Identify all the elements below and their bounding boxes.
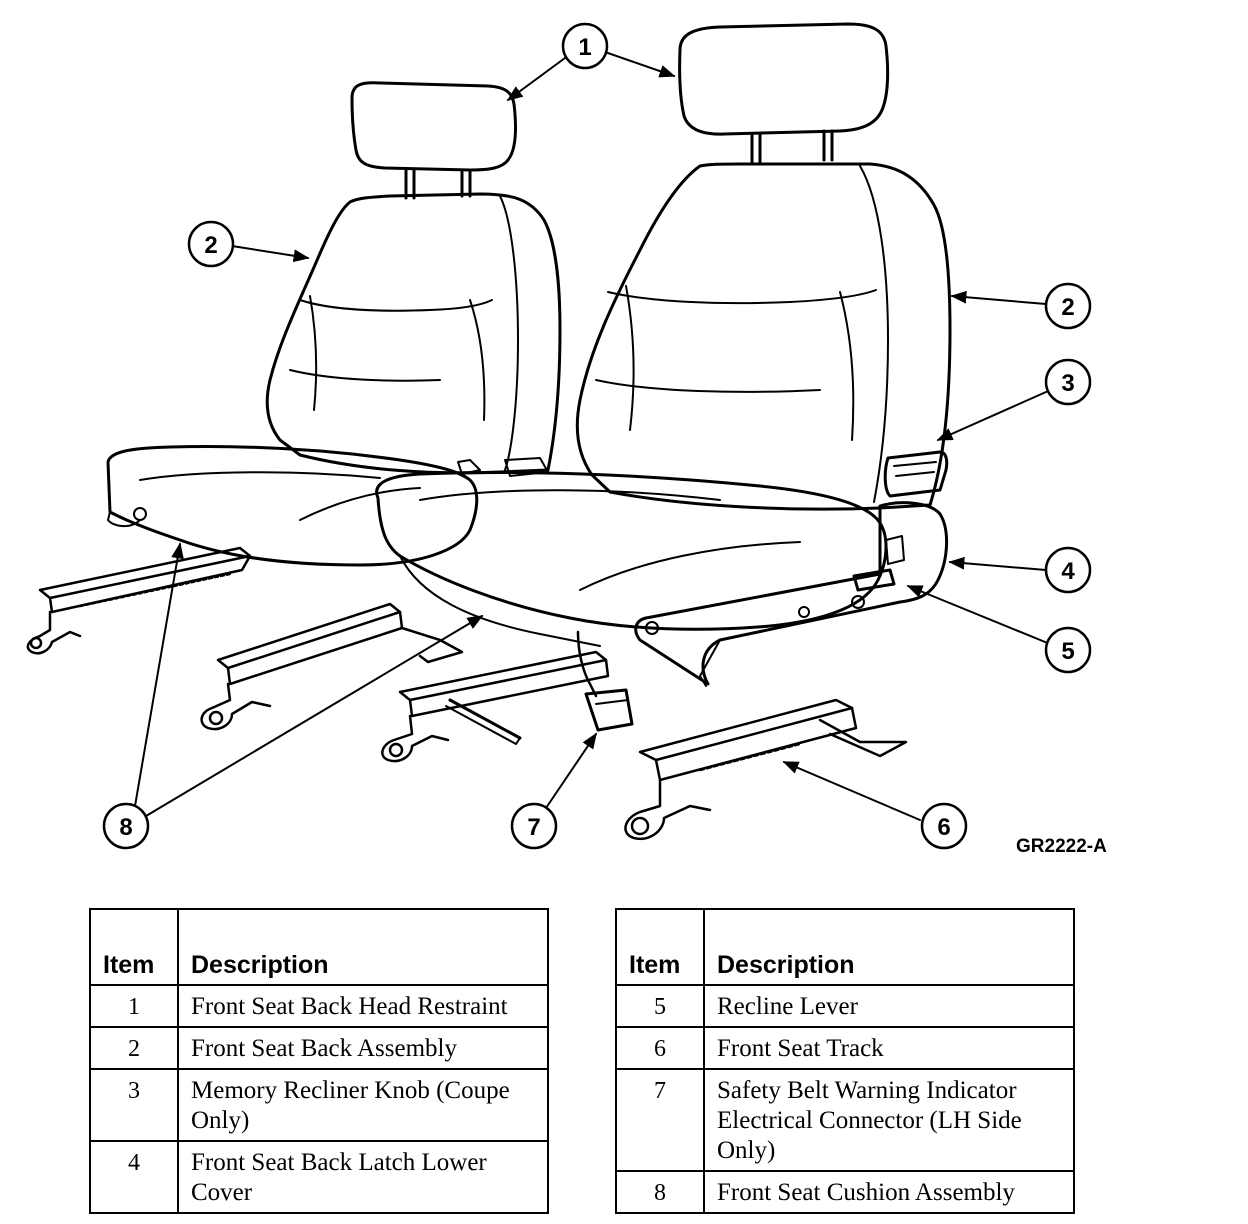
item-description: Front Seat Back Head Restraint (177, 984, 549, 1028)
right-seat-cushion (375, 471, 888, 647)
leader-lines (134, 51, 1051, 821)
figure-code: GR2222-A (1016, 836, 1107, 857)
callout-2-left: 2 (204, 232, 217, 259)
item-number: 8 (615, 1170, 705, 1214)
callout-2-right: 2 (1061, 294, 1074, 321)
item-number: 5 (615, 984, 705, 1028)
right-seat-back (575, 162, 952, 511)
callout-7: 7 (527, 814, 540, 841)
item-description: Front Seat Back Assembly (177, 1026, 549, 1070)
callout-1: 1 (578, 34, 591, 61)
legend-table-right: Item Description 5 Recline Lever 6 Front… (615, 908, 1075, 1214)
table-row: 4 Front Seat Back Latch Lower Cover (89, 1140, 549, 1214)
legend-header-row: Item Description (89, 908, 549, 986)
description-header: Description (177, 908, 549, 986)
table-row: 6 Front Seat Track (615, 1026, 1075, 1070)
item-header: Item (615, 908, 705, 986)
right-head-restraint (678, 22, 890, 164)
item-number: 3 (89, 1068, 179, 1142)
legend-header-row: Item Description (615, 908, 1075, 986)
callout-3: 3 (1061, 370, 1074, 397)
item-number: 4 (89, 1140, 179, 1214)
front-seat-track (624, 698, 908, 841)
latch-lower-cover (634, 501, 949, 687)
table-row: 5 Recline Lever (615, 984, 1075, 1028)
item-description: Front Seat Cushion Assembly (703, 1170, 1075, 1214)
callout-8: 8 (119, 814, 132, 841)
callout-5: 5 (1061, 638, 1074, 665)
callout-4: 4 (1061, 558, 1075, 585)
callout-6: 6 (937, 814, 950, 841)
item-number: 2 (89, 1026, 179, 1070)
callout-circles (102, 22, 1092, 850)
table-row: 8 Front Seat Cushion Assembly (615, 1170, 1075, 1214)
left-seat-cushion (106, 445, 549, 567)
left-inner-track (200, 602, 464, 731)
item-description: Front Seat Track (703, 1026, 1075, 1070)
recliner-knob (883, 450, 949, 498)
belt-connector (576, 630, 634, 732)
left-outer-track (26, 546, 252, 655)
table-row: 2 Front Seat Back Assembly (89, 1026, 549, 1070)
item-header: Item (89, 908, 179, 986)
left-head-restraint (350, 81, 518, 200)
legend-table-left: Item Description 1 Front Seat Back Head … (89, 908, 549, 1214)
table-row: 1 Front Seat Back Head Restraint (89, 984, 549, 1028)
seat-illustration: 1 2 2 3 4 5 6 7 8 (26, 22, 1092, 850)
table-row: 3 Memory Recliner Knob (Coupe Only) (89, 1068, 549, 1142)
item-description: Front Seat Back Latch Lower Cover (177, 1140, 549, 1214)
description-header: Description (703, 908, 1075, 986)
recline-lever (852, 568, 896, 592)
item-number: 1 (89, 984, 179, 1028)
left-seat-back (265, 192, 562, 475)
table-row: 7 Safety Belt Warning Indicator Electric… (615, 1068, 1075, 1172)
item-number: 6 (615, 1026, 705, 1070)
item-number: 7 (615, 1068, 705, 1172)
item-description: Safety Belt Warning Indicator Electrical… (703, 1068, 1075, 1172)
right-inner-track (381, 650, 610, 763)
item-description: Memory Recliner Knob (Coupe Only) (177, 1068, 549, 1142)
item-description: Recline Lever (703, 984, 1075, 1028)
